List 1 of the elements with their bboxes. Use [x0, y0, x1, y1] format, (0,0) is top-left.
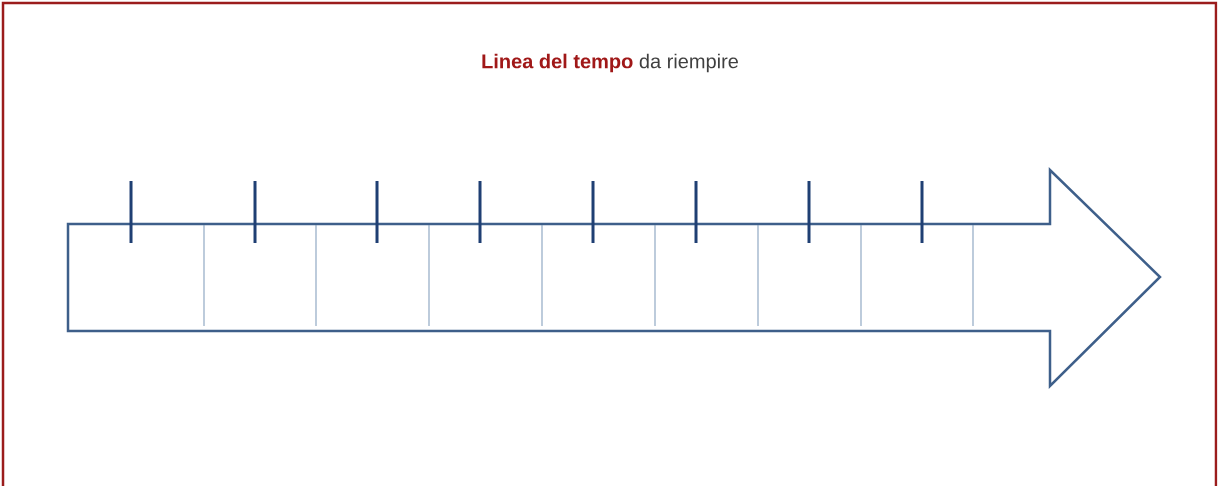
title: Linea del tempo da riempire — [482, 53, 738, 73]
